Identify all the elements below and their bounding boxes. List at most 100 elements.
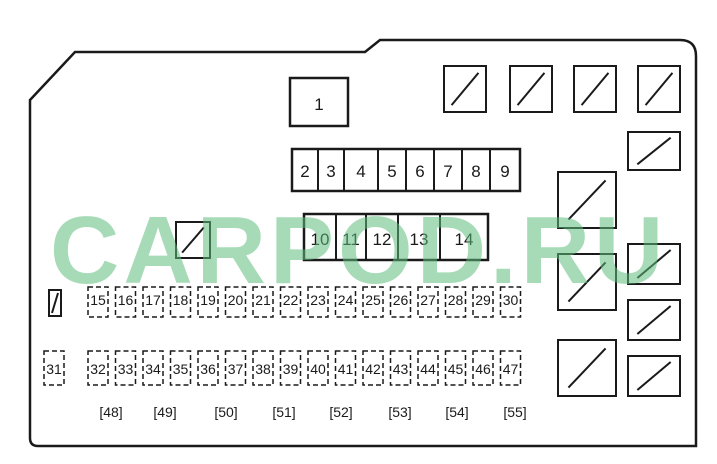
fuse-label-bracketed: [50] [214,404,237,420]
fuse-slot [499,286,522,318]
fuse-label-bracketed: [49] [153,404,176,420]
fuse-label: 42 [365,361,381,377]
fuse-label: 41 [338,361,354,377]
fuse-label: 22 [283,292,299,308]
fuse-slot [169,350,192,386]
relay-diagonal [636,136,672,166]
relay-box [557,253,617,311]
fuse-label: 14 [455,230,474,249]
fuse-label: 45 [448,361,464,377]
fuse-slot [334,350,357,386]
relay-box [627,131,681,171]
relay-box [557,339,617,397]
fuse-slot [169,286,192,318]
relay-diagonal [567,261,607,303]
relay-box [48,289,62,317]
relay-diagonal [51,292,59,314]
fuse-slot [307,350,329,386]
fuse-slot [279,350,302,386]
relay-diagonal [516,72,546,106]
fuse-label: 8 [471,162,480,181]
fuse-label: 11 [342,230,360,249]
fuse-label: 12 [373,230,392,249]
fuse-label: 35 [173,361,189,377]
fuse-slot [279,286,302,318]
fuse-label: 31 [46,361,62,377]
fuse-label: 3 [326,162,335,181]
fuse-label: 33 [118,361,134,377]
fuse-label: 37 [228,361,244,377]
fuse-label: 46 [475,361,491,377]
fuse-box [288,76,350,128]
fuse-label: 29 [475,292,491,308]
fuse-slot [444,286,467,318]
fuse-slot [389,286,412,318]
fuse-label: 16 [118,292,134,308]
fuse-label-bracketed: [51] [272,404,295,420]
fuse-slot [417,286,439,318]
fuse-label: 2 [300,162,309,181]
fuse-label: 6 [415,162,424,181]
relay-box [509,65,553,113]
fuse-slot [252,350,274,386]
fuse-label-bracketed: [55] [503,404,526,420]
fuse-label: 26 [393,292,409,308]
fuse-slot [252,286,274,318]
relay-diagonal [450,72,480,106]
fuse-slot [197,286,219,318]
relay-diagonal [567,347,607,389]
fuse-label-bracketed: [48] [99,404,122,420]
fuse-label: 10 [311,230,330,249]
relay-box [627,299,681,341]
fuse-label: 7 [443,162,452,181]
relay-diagonal [181,226,205,254]
fuse-label: 1 [314,95,323,114]
fuse-label: 24 [338,292,354,308]
relay-box [627,243,681,285]
fuse-slot [87,286,109,318]
fuse-slot [114,286,137,318]
relay-box [175,221,211,259]
fuse-slot [142,286,164,318]
fuse-label: 39 [283,361,299,377]
relay-box [573,65,617,113]
relay-box [637,65,681,113]
fuse-label: 18 [173,292,189,308]
fuse-slot [87,350,109,386]
fuse-label: 21 [255,292,271,308]
fuse-label-bracketed: [53] [388,404,411,420]
fuse-slot [472,286,494,318]
fuse-slot [307,286,329,318]
relay-diagonal [644,72,674,106]
fuse-label: 23 [310,292,326,308]
fuse-slot [472,350,494,386]
fuse-label: 32 [90,361,106,377]
fuse-label: 9 [500,162,509,181]
fuse-label: 47 [503,361,519,377]
fuse-box-outline [28,38,698,448]
fuse-label-bracketed: [52] [329,404,352,420]
fuse-slot [197,350,219,386]
fuse-label: 34 [145,361,161,377]
fuse-label: 36 [200,361,216,377]
fuse-slot [362,286,384,318]
fuse-slot [334,286,357,318]
fuse-slot [389,350,412,386]
fuse-slot [417,350,439,386]
fuse-label: 15 [90,292,106,308]
fuse-slot [43,350,65,386]
relay-diagonal [636,361,672,391]
fuse-label: 19 [200,292,216,308]
fuse-label: 30 [503,292,519,308]
fuse-slot [114,350,137,386]
fuse-label: 20 [228,292,244,308]
fuse-label: 43 [393,361,409,377]
relay-diagonal [567,179,607,221]
fuse-label: 13 [410,230,429,249]
relay-box [627,355,681,397]
fuse-slot [444,350,467,386]
relay-diagonal [636,305,672,335]
fuse-slot [362,350,384,386]
fuse-slot [224,350,247,386]
